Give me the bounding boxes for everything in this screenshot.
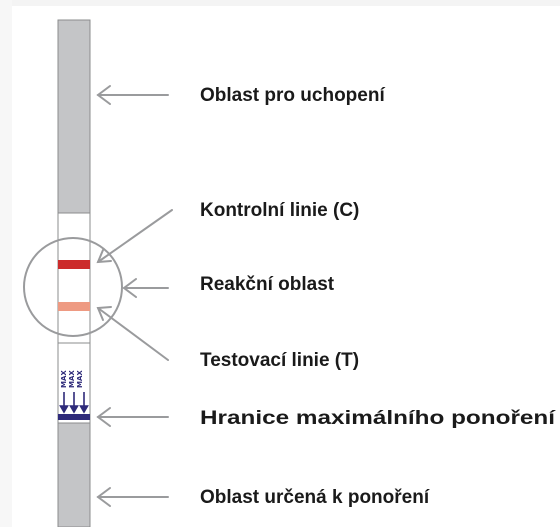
max-arrow-icons [59,392,89,414]
test-strip: MAX MAX MAX [57,19,91,527]
label-immersion-area: Oblast určená k ponoření [200,487,430,508]
arrow-control-line [96,209,173,264]
label-grip-area: Oblast pro uchopení [200,85,385,106]
arrow-max-immersion [96,407,169,427]
callout-arrows [96,85,173,507]
strip-grip-section [57,19,91,214]
max-label-1: MAX [60,370,68,388]
test-line [58,302,90,311]
max-label-3: MAX [76,370,84,388]
strip-reaction-section [57,212,91,344]
max-label-2: MAX [68,370,76,388]
label-reaction-area: Reakční oblast [200,274,335,295]
label-control-line: Kontrolní linie (C) [200,200,359,221]
arrow-reaction-area [122,278,169,298]
page-shadow-left [0,0,12,527]
page-shadow-top [0,0,560,6]
label-max-immersion: Hranice maximálního ponoření [200,408,556,429]
arrow-test-line [96,306,169,361]
control-line [58,260,90,269]
label-test-line: Testovací linie (T) [200,350,359,371]
max-immersion-line [58,414,90,420]
arrow-immersion-area [96,487,169,507]
reaction-area-circle [23,237,123,337]
arrow-grip-area [96,85,169,105]
